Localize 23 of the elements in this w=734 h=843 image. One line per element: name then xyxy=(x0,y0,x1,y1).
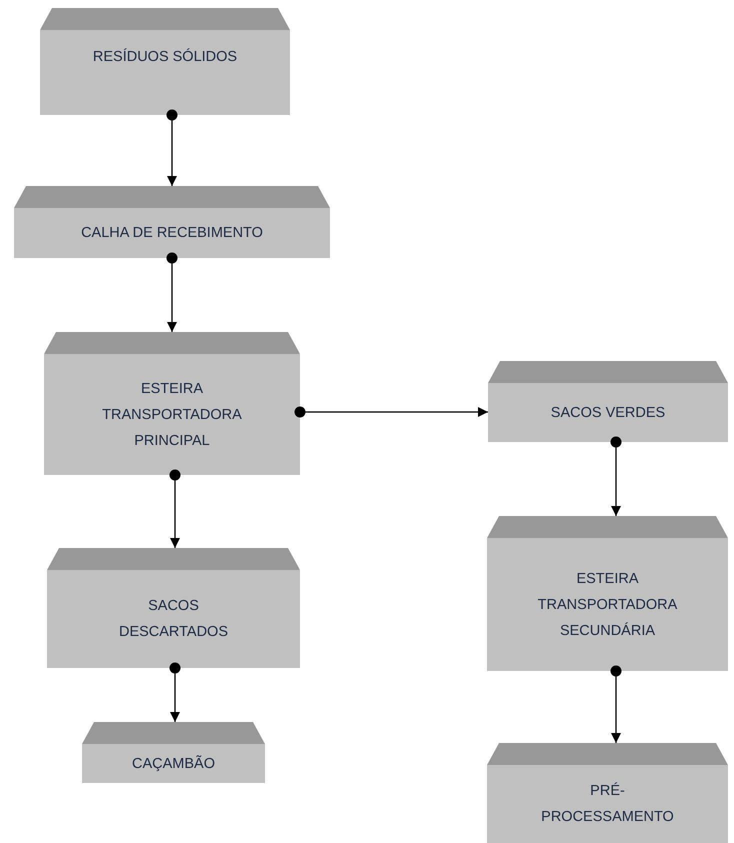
box-label: ESTEIRA TRANSPORTADORA SECUNDÁRIA xyxy=(536,570,678,640)
arrow xyxy=(166,252,178,332)
box-label: ESTEIRA TRANSPORTADORA PRINCIPAL xyxy=(101,380,243,450)
box-label: SACOS VERDES xyxy=(550,404,666,422)
arrow xyxy=(610,666,622,743)
arrow xyxy=(294,406,488,418)
process-box xyxy=(488,361,728,442)
box-label: CAÇAMBÃO xyxy=(132,754,215,774)
process-box xyxy=(40,8,290,115)
arrow xyxy=(170,662,180,722)
process-box xyxy=(487,743,728,843)
box-label: PRÉ- PROCESSAMENTO xyxy=(540,781,675,827)
process-box xyxy=(47,548,300,668)
arrow xyxy=(170,470,180,548)
box-label: RESÍDUOS SÓLIDOS xyxy=(92,47,238,67)
arrow xyxy=(610,436,622,516)
process-box xyxy=(487,516,728,671)
box-label: CALHA DE RECEBIMENTO xyxy=(81,224,263,243)
process-box xyxy=(14,186,330,258)
arrow xyxy=(166,110,178,186)
process-box xyxy=(44,332,300,475)
process-box xyxy=(82,722,265,783)
box-label: SACOS DESCARTADOS xyxy=(118,597,230,642)
